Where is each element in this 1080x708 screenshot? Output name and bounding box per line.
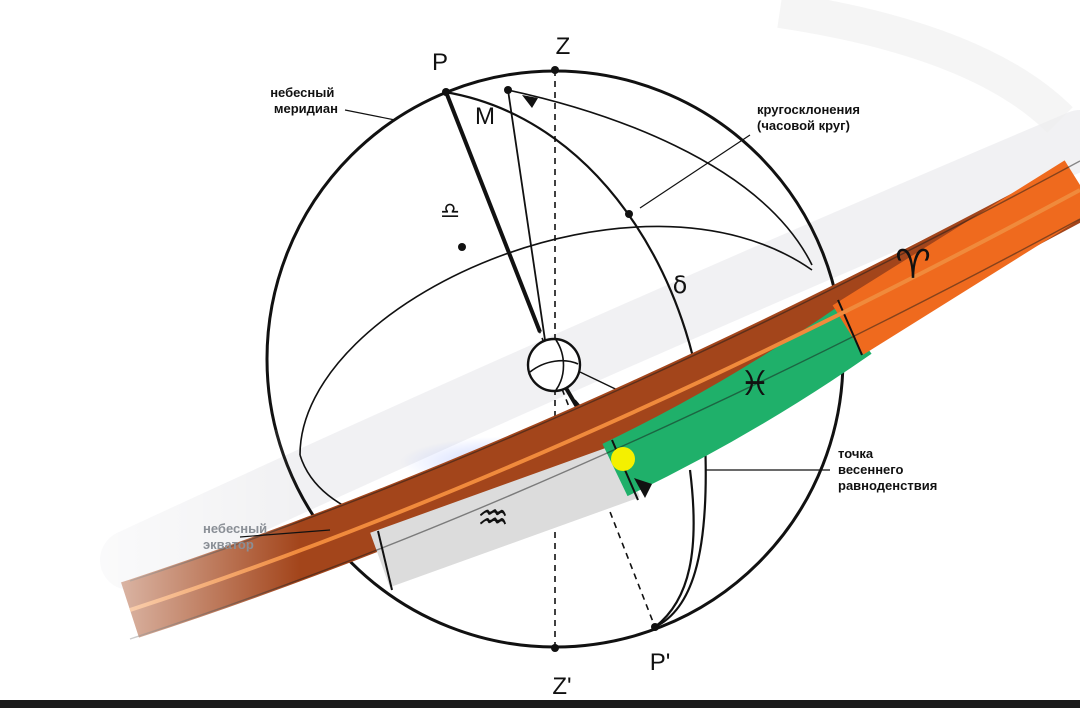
- caption-celestial-equator: небесный экватор: [203, 521, 271, 552]
- label-Z: Z: [556, 33, 571, 60]
- leader-meridian: [344, 109, 396, 121]
- hour-angle-arrow: [522, 95, 538, 108]
- band-divider-3: [837, 299, 863, 356]
- leader-equator: [239, 529, 331, 538]
- zenith-dot: [551, 66, 559, 74]
- label-P-prime: P': [650, 649, 671, 676]
- equinox-arrow: [634, 478, 652, 498]
- ecliptic-band-aquarius: [370, 442, 640, 588]
- autumn-point-dot: [458, 243, 466, 251]
- aries-sign-icon: ♈: [895, 242, 931, 288]
- earth-equator: [529, 359, 579, 373]
- band-fade-left: [0, 430, 300, 700]
- label-Z-prime: Z': [552, 673, 571, 700]
- declination-circle-front: [654, 469, 695, 628]
- background-glow-arc-top: [777, 0, 1073, 133]
- leader-declination-circle: [639, 134, 751, 209]
- equator-great-circle-back: [299, 225, 813, 456]
- declination-dot: [625, 210, 633, 218]
- axis-stub-top: [444, 91, 542, 333]
- vernal-equinox-point: [611, 447, 635, 471]
- earth-globe: [526, 337, 582, 393]
- star-M-dot: [504, 86, 512, 94]
- caption-celestial-meridian: небесный меридиан: [270, 85, 338, 116]
- nadir-dot: [551, 644, 559, 652]
- label-P: P: [432, 49, 448, 76]
- south-pole-dot: [651, 623, 659, 631]
- band-divider-1: [377, 530, 393, 591]
- label-delta: δ: [673, 271, 688, 299]
- aquarius-sign-icon: ♒: [477, 498, 509, 539]
- star-direction-line: [507, 89, 546, 341]
- north-pole-dot: [442, 88, 450, 96]
- ecliptic-band-aries: [832, 160, 1080, 355]
- label-M: M: [475, 103, 495, 130]
- caption-declination-circle: кругосклонения (часовой круг): [757, 102, 864, 133]
- hour-arc: [507, 89, 813, 266]
- libra-sign-icon: ♎: [440, 199, 460, 224]
- earth-meridian: [555, 339, 565, 391]
- pisces-sign-icon: ♓: [740, 364, 770, 404]
- bottom-bar: [0, 700, 1080, 708]
- caption-vernal-equinox: точка весеннего равноденствия: [838, 446, 937, 493]
